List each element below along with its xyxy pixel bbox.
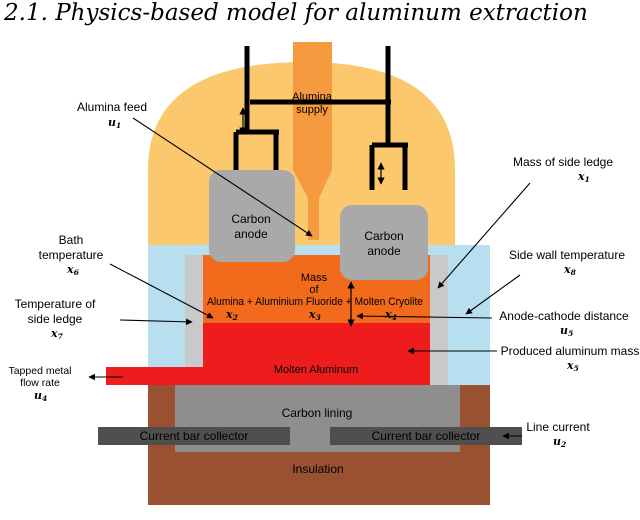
alumina-supply-label: Alumina xyxy=(292,91,333,103)
symbol-x7: x7 xyxy=(50,327,64,341)
current-bar-left xyxy=(98,427,290,445)
side-wall-right xyxy=(448,245,490,385)
alumina-supply-label-2: supply xyxy=(296,104,328,116)
current-bar-left-label: Current bar collector xyxy=(140,429,249,443)
bath-temperature-label: Bath xyxy=(59,233,84,247)
produced-aluminum-mass-label: Produced aluminum mass xyxy=(501,344,640,358)
anode-right-label: Carbon xyxy=(364,229,403,243)
symbol-x5: x5 xyxy=(566,359,579,373)
symbol-x8: x8 xyxy=(563,263,577,277)
bath-mass-label-2: of xyxy=(309,284,319,296)
symbol-x4: x4 xyxy=(384,308,397,322)
symbol-x1: x1 xyxy=(577,170,590,184)
side-ledge-right xyxy=(430,255,448,385)
section-heading: 2.1. Physics-based model for aluminum ex… xyxy=(4,0,588,26)
side-ledge-left xyxy=(185,255,203,385)
callout-lines xyxy=(88,117,531,440)
bath-mass-label: Mass xyxy=(301,272,328,284)
anode-left-label-2: anode xyxy=(234,227,268,241)
tap-spout xyxy=(106,367,203,385)
anode-left-label: Carbon xyxy=(231,212,270,226)
bath-composition-label: Alumina + Aluminium Fluoride + Molten Cr… xyxy=(207,296,423,308)
side-wall-left xyxy=(148,245,185,385)
tapped-metal-label-2: flow rate xyxy=(20,377,60,389)
ledge-temperature-label-2: side ledge xyxy=(28,312,83,326)
alumina-supply-tube xyxy=(293,42,332,240)
line-current-label: Line current xyxy=(526,420,590,434)
symbol-u4: u4 xyxy=(34,389,47,403)
symbol-x6: x6 xyxy=(66,263,80,277)
anode-cathode-distance-label: Anode-cathode distance xyxy=(499,309,629,323)
alumina-feed-label: Alumina feed xyxy=(77,100,147,114)
carbon-anode-right xyxy=(340,205,428,280)
carbon-lining-label: Carbon lining xyxy=(282,406,353,420)
current-bar-right-label: Current bar collector xyxy=(372,429,481,443)
anode-adjust-arrows xyxy=(239,107,385,185)
symbol-u5: u5 xyxy=(560,324,573,338)
anode-right-label-2: anode xyxy=(367,244,401,258)
symbol-u2: u2 xyxy=(553,435,566,449)
symbol-u1: u1 xyxy=(108,116,121,130)
molten-aluminum-layer xyxy=(203,323,430,385)
side-wall-temperature-label: Side wall temperature xyxy=(509,248,625,262)
bath-temperature-label-2: temperature xyxy=(39,248,104,262)
ledge-temperature-label: Temperature of xyxy=(15,297,96,311)
tapped-metal-label: Tapped metal xyxy=(8,365,71,377)
symbol-x2: x2 xyxy=(225,308,238,322)
anode-rods xyxy=(233,46,408,190)
symbol-x3: x3 xyxy=(308,308,321,322)
current-bar-right xyxy=(330,427,522,445)
insulation-label: Insulation xyxy=(292,462,343,476)
mass-side-ledge-label: Mass of side ledge xyxy=(513,155,613,169)
carbon-anode-left xyxy=(209,170,295,262)
molten-aluminum-label: Molten Aluminum xyxy=(274,364,358,376)
